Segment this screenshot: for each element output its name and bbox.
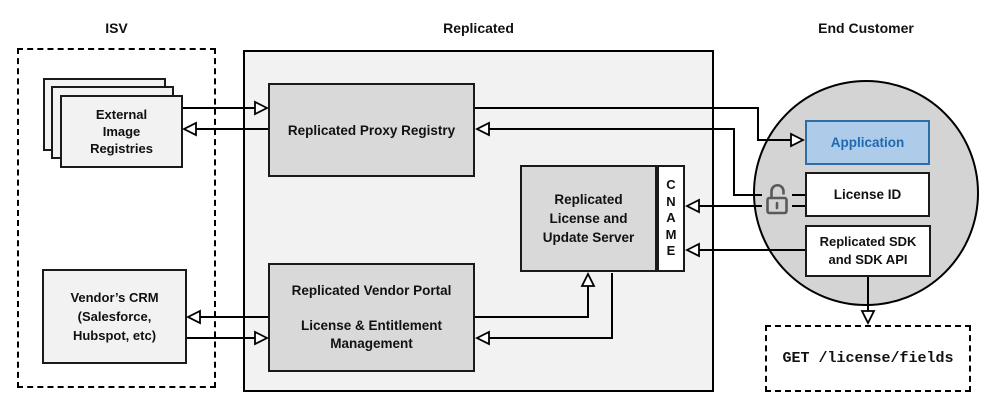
vendor-portal-node: Replicated Vendor Portal License & Entit… bbox=[268, 263, 475, 372]
license-id-node: License ID bbox=[805, 172, 930, 217]
vendor-portal-label-line: Management bbox=[330, 336, 413, 351]
license-update-server-label-line: License and bbox=[549, 211, 628, 226]
replicated-sdk-node: Replicated SDK and SDK API bbox=[805, 225, 931, 277]
isv-section-title: ISV bbox=[105, 20, 128, 36]
cname-letter: A bbox=[666, 210, 676, 226]
vendor-crm-node: Vendor’s CRM (Salesforce, Hubspot, etc) bbox=[42, 269, 187, 364]
arrowhead-into-get-box bbox=[860, 310, 876, 326]
external-image-registries-node: External Image Registries bbox=[60, 95, 183, 168]
license-update-server-node: Replicated License and Update Server bbox=[520, 165, 657, 272]
proxy-registry-node: Replicated Proxy Registry bbox=[268, 83, 475, 177]
application-label: Application bbox=[830, 135, 905, 150]
end-customer-section-title: End Customer bbox=[818, 20, 914, 36]
cname-letter: C bbox=[666, 177, 676, 193]
license-id-label: License ID bbox=[833, 187, 902, 202]
vendor-crm-label-line: Hubspot, etc) bbox=[72, 328, 157, 343]
replicated-sdk-label-line: and SDK API bbox=[828, 252, 908, 267]
cname-letter: E bbox=[666, 243, 676, 259]
vendor-crm-label-line: Vendor’s CRM bbox=[70, 290, 159, 305]
license-update-server-label-line: Replicated bbox=[554, 192, 623, 207]
external-image-registries-label-line: External bbox=[95, 107, 148, 122]
cname-letter: N bbox=[666, 193, 676, 209]
cname-strip: C N A M E bbox=[657, 165, 685, 272]
vendor-portal-label-line: License & Entitlement bbox=[300, 318, 443, 333]
get-license-fields-endpoint-box: GET /license/fields bbox=[765, 325, 971, 392]
get-license-fields-label: GET /license/fields bbox=[782, 350, 954, 367]
license-update-server-label-line: Update Server bbox=[542, 230, 635, 245]
cname-letter: M bbox=[665, 226, 677, 242]
replicated-sdk-label-line: Replicated SDK bbox=[819, 234, 917, 249]
application-node: Application bbox=[805, 120, 930, 165]
vendor-portal-title: Replicated Vendor Portal bbox=[291, 283, 452, 298]
proxy-registry-label: Replicated Proxy Registry bbox=[287, 122, 456, 138]
external-image-registries-label-line: Image bbox=[102, 124, 141, 139]
vendor-crm-label-line: (Salesforce, bbox=[77, 309, 152, 324]
external-image-registries-label-line: Registries bbox=[90, 141, 153, 156]
isv-section-box bbox=[17, 48, 216, 388]
replicated-section-title: Replicated bbox=[443, 20, 514, 36]
